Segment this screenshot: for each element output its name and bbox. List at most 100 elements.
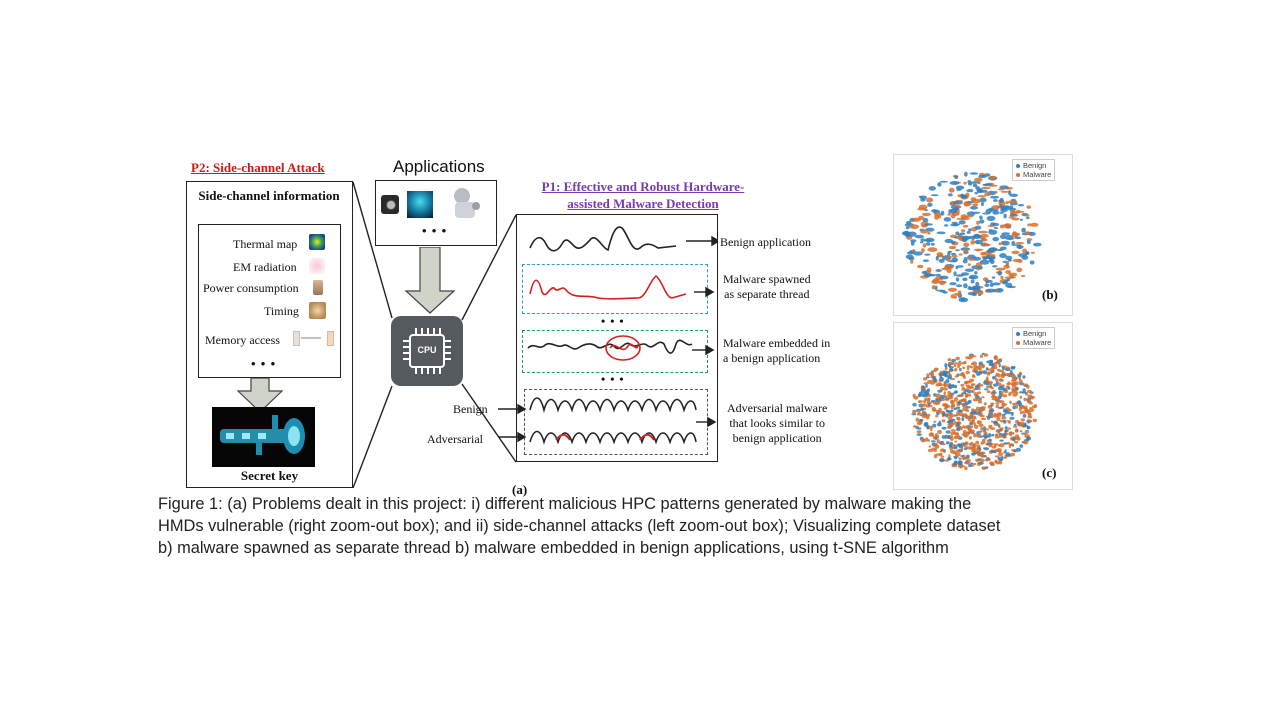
benign-point — [939, 459, 945, 462]
camera-app-icon[interactable] — [381, 195, 399, 214]
malware-point — [1000, 427, 1004, 430]
benign-signal — [530, 227, 676, 251]
benign-point — [946, 410, 949, 412]
benign-point — [967, 201, 974, 203]
benign-point — [968, 400, 972, 404]
malware-point — [956, 412, 961, 415]
benign-point — [1013, 450, 1016, 453]
malware-point — [921, 248, 925, 253]
malware-point — [995, 378, 999, 381]
malware-point — [983, 277, 988, 281]
benign-point — [947, 376, 950, 379]
security-app-icon[interactable] — [407, 191, 433, 218]
malware-point — [932, 409, 937, 412]
malware-point — [973, 433, 976, 437]
malware-point — [978, 195, 986, 197]
malware-point — [978, 231, 988, 234]
malware-point — [990, 414, 994, 417]
benign-point — [956, 284, 962, 287]
malware-point — [1016, 268, 1022, 273]
malware-point — [981, 406, 986, 409]
benign-point — [992, 276, 995, 278]
malware-point — [930, 382, 935, 385]
malware-point — [922, 415, 928, 419]
benign-point — [1000, 407, 1004, 409]
malware-point — [922, 213, 931, 216]
caption-line-3: b) malware spawned as separate thread b)… — [158, 537, 1158, 559]
malware-point — [999, 435, 1003, 438]
benign-point — [1009, 417, 1014, 420]
benign-point — [963, 283, 968, 288]
malware-point — [917, 422, 922, 426]
malware-point — [972, 203, 978, 206]
malware-point — [993, 443, 998, 445]
malware-point — [1000, 276, 1003, 280]
benign-point — [990, 409, 995, 412]
benign-point — [946, 430, 951, 433]
malware-point — [977, 452, 981, 456]
malware-point — [957, 365, 960, 368]
malware-point — [997, 400, 1002, 403]
malware-point — [920, 404, 923, 406]
benign-point — [940, 290, 946, 292]
malware-point — [968, 258, 975, 261]
benign-point — [925, 238, 935, 242]
malware-point — [962, 367, 965, 370]
malware-point — [1014, 441, 1018, 443]
malware-point — [953, 444, 955, 447]
benign-point — [939, 421, 942, 425]
benign-point — [994, 421, 998, 424]
benign-point — [1005, 279, 1008, 283]
tsne-plot-c: Benign Malware (c) — [893, 322, 1073, 490]
malware-point — [947, 426, 952, 429]
malware-point — [999, 242, 1002, 245]
benign-point — [932, 424, 936, 428]
malware-point — [982, 439, 986, 442]
benign-point — [978, 462, 983, 465]
benign-point — [978, 175, 987, 178]
malware-point — [920, 230, 928, 234]
benign-point — [974, 271, 977, 274]
benign-point — [993, 383, 999, 386]
malware-point — [979, 291, 983, 295]
benign-point — [1018, 204, 1024, 206]
malware-point — [949, 362, 952, 365]
malware-point — [929, 372, 932, 375]
malware-point — [989, 254, 996, 256]
benign-point — [954, 176, 958, 179]
malware-point — [981, 243, 991, 246]
malware-point — [959, 394, 964, 397]
malware-point — [972, 446, 977, 450]
malware-point — [923, 377, 927, 380]
benign-point — [1014, 237, 1021, 240]
malware-point — [937, 439, 940, 443]
malware-point — [976, 398, 980, 402]
malware-point — [980, 355, 983, 358]
malware-point — [960, 384, 964, 387]
malware-point — [995, 290, 999, 292]
malware-point — [1005, 270, 1011, 274]
malware-point — [943, 391, 946, 395]
malware-point — [995, 405, 999, 408]
malware-point — [966, 446, 971, 449]
malware-point — [925, 437, 928, 441]
benign-point — [924, 391, 928, 393]
malware-point — [946, 255, 950, 259]
malware-point — [990, 427, 995, 430]
benign-point — [987, 216, 996, 221]
malware-point — [940, 387, 944, 391]
malware-point — [960, 403, 963, 405]
malware-point — [1023, 441, 1028, 445]
malware-point — [961, 447, 963, 451]
benign-point — [966, 189, 973, 192]
malware-point — [1020, 406, 1025, 408]
benign-point — [993, 392, 997, 394]
robot-app-icon[interactable] — [450, 186, 482, 220]
malware-point — [1031, 252, 1035, 254]
malware-point — [963, 225, 969, 228]
benign-point — [986, 289, 995, 293]
benign-point — [1023, 375, 1026, 378]
malware-point — [999, 443, 1005, 447]
malware-point — [996, 206, 999, 209]
benign-point — [927, 426, 930, 430]
